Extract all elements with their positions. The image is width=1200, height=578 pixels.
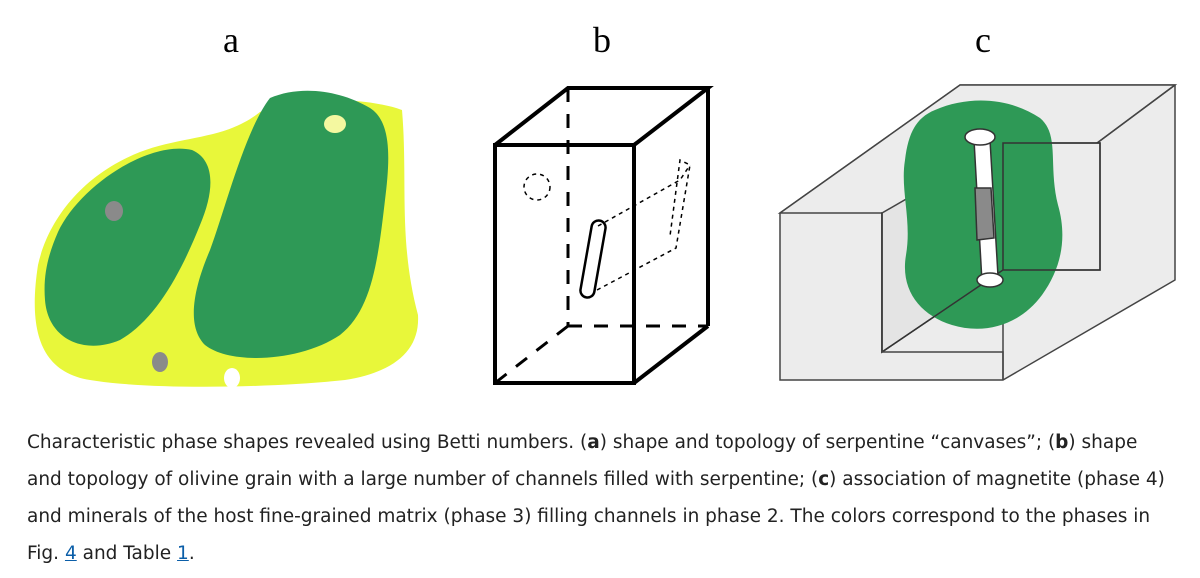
panel-label-a: a	[223, 20, 239, 60]
figure-illustration	[34, 84, 1178, 388]
panel-label-c: c	[975, 20, 991, 60]
magnetite-grain-bottom	[152, 352, 168, 372]
caption-end: .	[188, 543, 195, 564]
olivine-region-left	[44, 148, 211, 346]
caption-label-c: c	[818, 469, 830, 490]
figure-caption: Characteristic phase shapes revealed usi…	[27, 424, 1177, 572]
panel-label-b: b	[593, 20, 611, 60]
caption-intro: Characteristic phase shapes revealed usi…	[27, 432, 588, 453]
channel-top-end	[964, 128, 996, 146]
figure-4-link[interactable]: 4	[64, 543, 77, 564]
channel-bottom-end	[976, 272, 1004, 288]
caption-text-b: ) shape and topology of olivine grain wi…	[27, 432, 1138, 490]
table-1-link[interactable]: 1	[177, 543, 189, 564]
caption-label-b: b	[1055, 432, 1069, 453]
white-grain-bottom	[224, 368, 240, 388]
caption-mid: and Table	[76, 543, 178, 564]
channel-magnetite-segment	[974, 187, 995, 241]
caption-text-c: ) association of magnetite (phase 4) and…	[27, 469, 1165, 564]
channel-circle	[523, 173, 551, 201]
panel-c-drawing	[777, 84, 1178, 381]
olivine-region-right	[193, 90, 389, 358]
magnetite-grain-left	[105, 201, 123, 221]
panel-b-drawing	[493, 86, 714, 385]
caption-text-a: ) shape and topology of serpentine “canv…	[599, 432, 1056, 453]
white-grain-top	[324, 115, 346, 133]
panel-a-drawing	[34, 90, 419, 388]
channel-capsule	[579, 219, 607, 299]
caption-label-a: a	[587, 432, 600, 453]
